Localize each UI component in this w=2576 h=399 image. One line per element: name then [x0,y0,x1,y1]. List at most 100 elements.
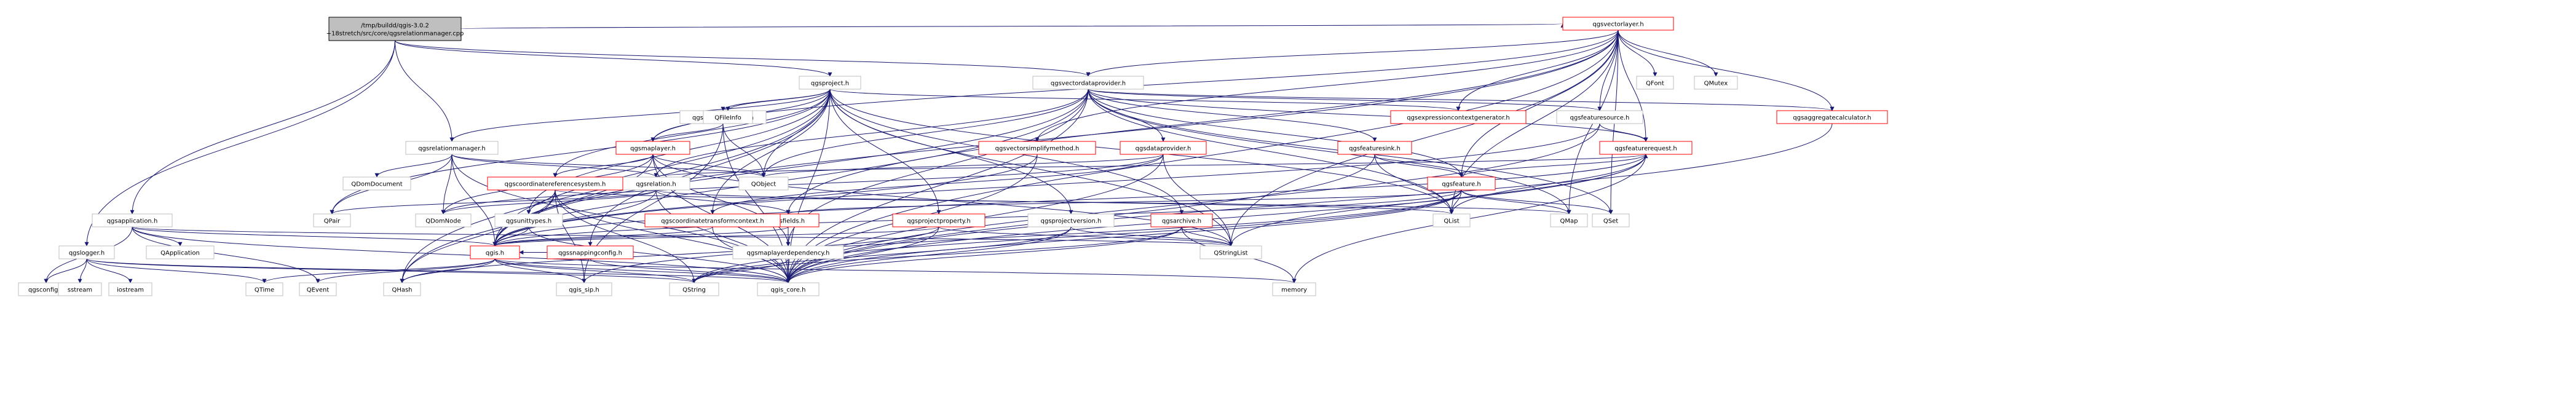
edge-qgsapplication-to-QEvent [132,226,320,283]
edge-qgscoordinatereferencesystem-to-qgis_sip [555,189,587,283]
node-qgsvectorsimplifymethod[interactable]: qgsvectorsimplifymethod.h [978,141,1096,155]
node-QDomNode: QDomNode [415,213,472,227]
edge-qgis-to-memory [494,258,1297,283]
node-qgsunittypes: qgsunittypes.h [494,213,563,227]
node-label: qgsvectordataprovider.h [1051,81,1126,87]
node-box [732,245,844,259]
node-qgsdataprovider[interactable]: qgsdataprovider.h [1120,141,1207,155]
edge-qgsrelationmanager-to-QDomNode [441,154,452,215]
node-iostream: iostream [108,282,152,296]
node-label: qgsexpressioncontextgenerator.h [1407,115,1510,122]
node-box [494,213,563,227]
edge-qgsrelation-to-QDomNode [441,189,657,215]
edge-qgsrelation-to-qgis [492,189,657,247]
edge-qgsfeaturerequest-to-qgis [492,154,1646,247]
node-qgsprojectversion: qgsprojectversion.h [1027,213,1115,227]
node-label: qgsconfig.h [28,287,64,294]
node-label: qgsprojectproperty.h [907,218,971,225]
edge-qgsmaplayer-to-qgis [492,154,654,247]
edge-qgsprojectproperty-to-QStringList [938,226,1233,247]
node-QEvent: QEvent [299,282,337,296]
edge-qgsfeature-to-QMap [1461,189,1571,215]
edge-qgscoordinatereferencesystem-to-qgsunittypes [526,189,556,215]
node-QFileInfo: QFileInfo [703,110,753,124]
node-qgsarchive[interactable]: qgsarchive.h [1150,213,1213,227]
node-qgsexpressioncontextgenerator[interactable]: qgsexpressioncontextgenerator.h [1390,110,1527,124]
edge-qgslogger-to-qgis_core [86,258,791,283]
node-label: qgis.h [486,250,504,257]
edge-qgis-to-qgis_sip [494,258,587,283]
edge-qgsmaplayerdependency-to-QString [692,258,789,283]
edge-qgsproject-to-qgssnappingconfig [588,89,831,247]
node-qgscoordinatereferencesystem[interactable]: qgscoordinatereferencesystem.h [487,176,623,191]
edge-qgsfeaturerequest-to-qgsfeature [1459,154,1646,178]
edge-qgscoordinatereferencesystem-to-QHash [400,189,556,283]
node-qgis[interactable]: qgis.h [470,245,520,259]
node-box [1556,110,1643,124]
node-label: QMap [1560,218,1578,225]
node-label: QSet [1603,218,1618,225]
node-qgsprojectproperty[interactable]: qgsprojectproperty.h [892,213,986,227]
node-label: QObject [751,181,776,188]
node-box [669,282,719,296]
edge-qgis-to-qgis_core [494,258,791,283]
node-box [313,213,351,227]
edge-qgsfeaturerequest-to-QStringList [1228,154,1646,247]
edge-qgsarchive-to-qgis_core [786,226,1182,283]
edge-qgis-to-QTime [262,258,496,283]
node-box [470,245,520,259]
edge-qgsmaplayer-to-qgsmaplayerdependency [652,154,791,247]
node-box [799,76,861,90]
node-box [1150,213,1213,227]
edge-qgsproject-to-qgsrelationmanager [449,89,831,142]
node-qgsrelation: qgsrelation.h [622,176,690,191]
node-label: qgsaggregatecalculator.h [1793,115,1871,122]
node-label: qgsfeaturesource.h [1570,115,1630,122]
edge-qgsproject-to-qgscoordinatetransformcontext [710,89,831,215]
edge-qgsvectorlayer-to-qgsfields [786,30,1619,215]
node-qgslogger: qgslogger.h [58,245,115,259]
node-QList: QList [1432,213,1471,227]
node-label: qgsvectorlayer.h [1592,22,1643,28]
edge-qgsvectordataprovider-to-QList [1088,89,1454,215]
edge-qgsvectorlayer-to-QFont [1618,30,1657,77]
node-box [703,110,753,124]
node-qgsfeaturerequest[interactable]: qgsfeaturerequest.h [1599,141,1693,155]
node-label: qgsvectorsimplifymethod.h [995,146,1080,152]
node-qgsrelationmanager: qgsrelationmanager.h [405,141,499,155]
node-qgsfeaturesink[interactable]: qgsfeaturesink.h [1337,141,1412,155]
node-qgsvectorlayer[interactable]: qgsvectorlayer.h [1562,17,1674,31]
node-box [415,213,472,227]
node-QMap: QMap [1550,213,1588,227]
node-qgsfeature[interactable]: qgsfeature.h [1427,176,1496,191]
node-box [405,141,499,155]
node-qgsmaplayer[interactable]: qgsmaplayer.h [615,141,690,155]
edge-qgslogger-to-qgsconfig [44,258,87,283]
edge-qgsvectordataprovider-to-qgsaggregatecalculator [1088,89,1835,111]
node-box [1032,76,1144,90]
edge-qgslogger-to-iostream [86,258,133,283]
node-label: qgis_core.h [771,287,806,294]
edge-qgsdataprovider-to-qgscoordinatetransformcontext [710,154,1164,215]
dependency-edges [44,23,1835,283]
node-label: qgsfields.h [772,218,805,225]
node-label: qgsrelationmanager.h [418,146,486,152]
node-box [58,282,102,296]
node-box [245,282,283,296]
node-memory: memory [1272,282,1316,296]
node-box [615,141,690,155]
edge-qgsvectorlayer-to-QStringList [1228,30,1619,247]
edge-qgslogger-to-QTime [86,258,267,283]
edge-qgsrelationmanager-to-qgsrelation [451,154,658,178]
node-qgssnappingconfig[interactable]: qgssnappingconfig.h [547,245,634,259]
edge-qgsrelation-to-qgsfeaturerequest [655,154,1648,178]
edge-qgsvectordataprovider-to-qgsrelation [654,89,1089,178]
node-qgscoordinatetransformcontext[interactable]: qgscoordinatetransformcontext.h [644,213,781,227]
node-qgsaggregatecalculator[interactable]: qgsaggregatecalculator.h [1776,110,1888,124]
node-label: +18stretch/src/core/qgsrelationmanager.c… [326,31,464,38]
edge-qgsrelation-to-qgsfields [655,189,791,215]
edge-qgsprojectproperty-to-qgis_core [786,226,939,283]
edge-qgsrelationmanager-to-QDomDocument [374,154,452,178]
edge-root-to-qgslogger [84,40,395,247]
edge-qgsvectorlayer-to-qgsvectorsimplifymethod [1035,30,1619,142]
